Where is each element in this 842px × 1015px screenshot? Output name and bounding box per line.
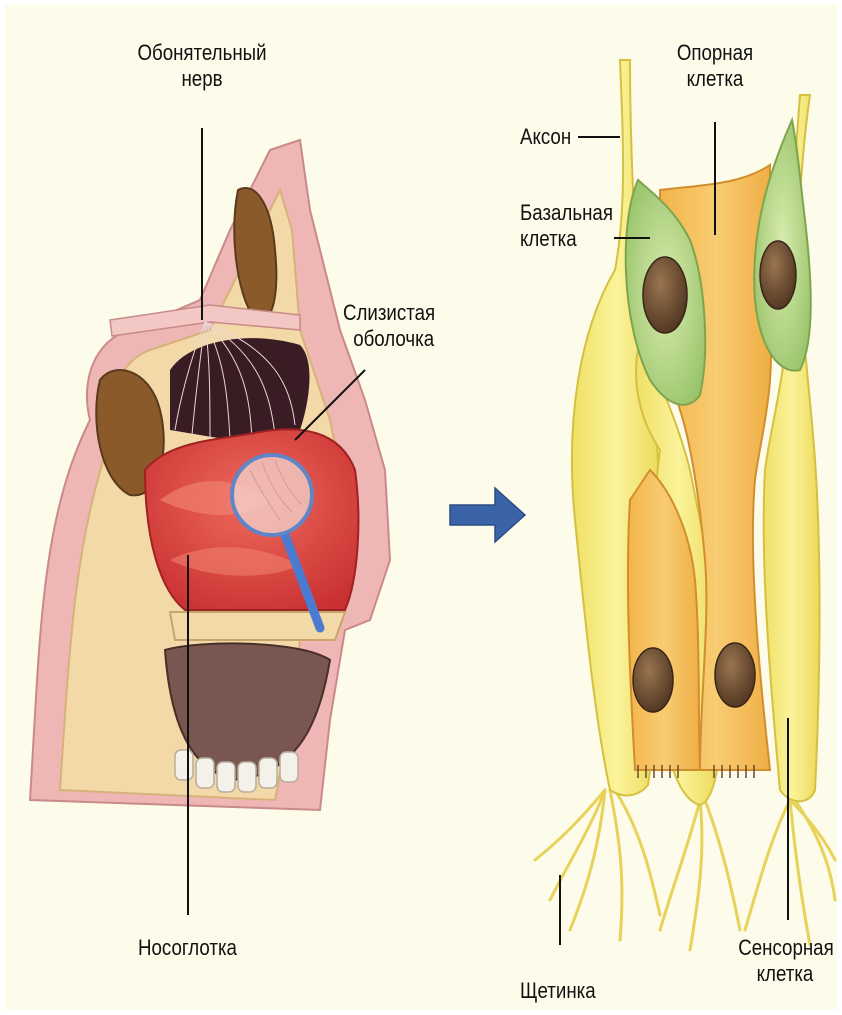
label-olfactory-nerve: Обонятельный нерв xyxy=(134,40,270,92)
label-mucosa-line1: Слизистая xyxy=(343,300,435,326)
label-olfactory-nerve-line2: нерв xyxy=(134,66,270,92)
label-mucosa-line2: оболочка xyxy=(343,326,435,352)
nucleus xyxy=(633,648,673,712)
nucleus xyxy=(715,643,755,707)
label-sensory-cell: Сенсорная клетка xyxy=(738,935,832,987)
nucleus xyxy=(643,257,687,333)
label-supporting-cell-line1: Опорная xyxy=(664,40,766,66)
label-axon: Аксон xyxy=(520,124,571,150)
label-basal-cell: Базальная клетка xyxy=(520,200,613,252)
label-basal-cell-line1: Базальная xyxy=(520,200,613,226)
label-supporting-cell-line2: клетка xyxy=(664,66,766,92)
nucleus xyxy=(760,241,796,309)
label-supporting-cell: Опорная клетка xyxy=(664,40,766,92)
label-bristle: Щетинка xyxy=(520,978,596,1004)
label-olfactory-nerve-line1: Обонятельный xyxy=(134,40,270,66)
label-sensory-cell-line1: Сенсорная xyxy=(738,935,832,961)
upper-cavity xyxy=(170,338,309,440)
label-basal-cell-line2: клетка xyxy=(520,226,613,252)
label-sensory-cell-line2: клетка xyxy=(738,961,832,987)
label-mucosa: Слизистая оболочка xyxy=(343,300,435,352)
label-nasopharynx: Носоглотка xyxy=(138,935,237,961)
